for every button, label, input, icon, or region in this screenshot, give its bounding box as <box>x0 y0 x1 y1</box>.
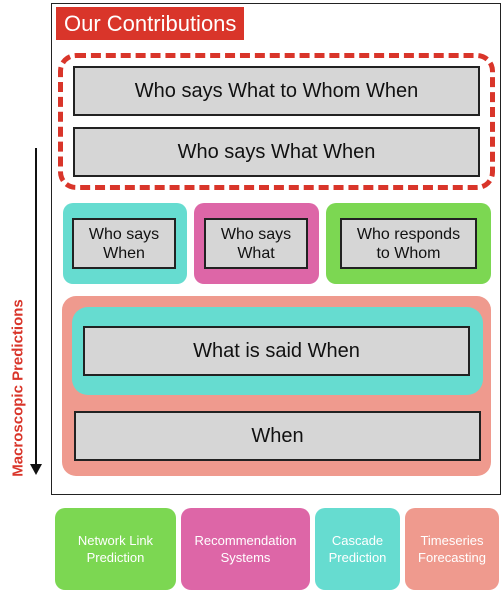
macroscopic-predictions-label: Macroscopic Predictions <box>9 299 27 477</box>
what-is-said-when-box: What is said When <box>83 326 470 376</box>
who-says-when-line2: When <box>103 244 145 262</box>
cascade-line1: Cascade <box>331 533 384 548</box>
recommendation-line2: Systems <box>220 550 271 565</box>
who-says-what-line2: What <box>237 244 275 262</box>
who-says-what-line1: Who says <box>220 225 292 243</box>
cascade-line2: Prediction <box>328 550 387 565</box>
axis-arrow-line <box>35 148 37 466</box>
contributions-title: Our Contributions <box>56 7 245 40</box>
diagram-frame <box>51 3 501 495</box>
who-says-what-when-box: Who says What When <box>73 127 480 177</box>
who-says-what-to-whom-when-box: Who says What to Whom When <box>73 66 480 116</box>
timeseries-line2: Forecasting <box>418 550 486 565</box>
network-link-line1: Network Link <box>77 533 154 548</box>
when-box: When <box>74 411 481 461</box>
who-responds-line2: to Whom <box>376 244 441 262</box>
axis-arrow-head <box>30 464 42 475</box>
contributions-dashed-outline <box>58 53 495 190</box>
recommendation-line1: Recommendation <box>194 533 297 548</box>
who-responds-line1: Who responds <box>356 225 461 243</box>
who-says-when-line1: Who says <box>88 225 160 243</box>
network-link-line2: Prediction <box>86 550 145 565</box>
timeseries-line1: Timeseries <box>420 533 484 548</box>
